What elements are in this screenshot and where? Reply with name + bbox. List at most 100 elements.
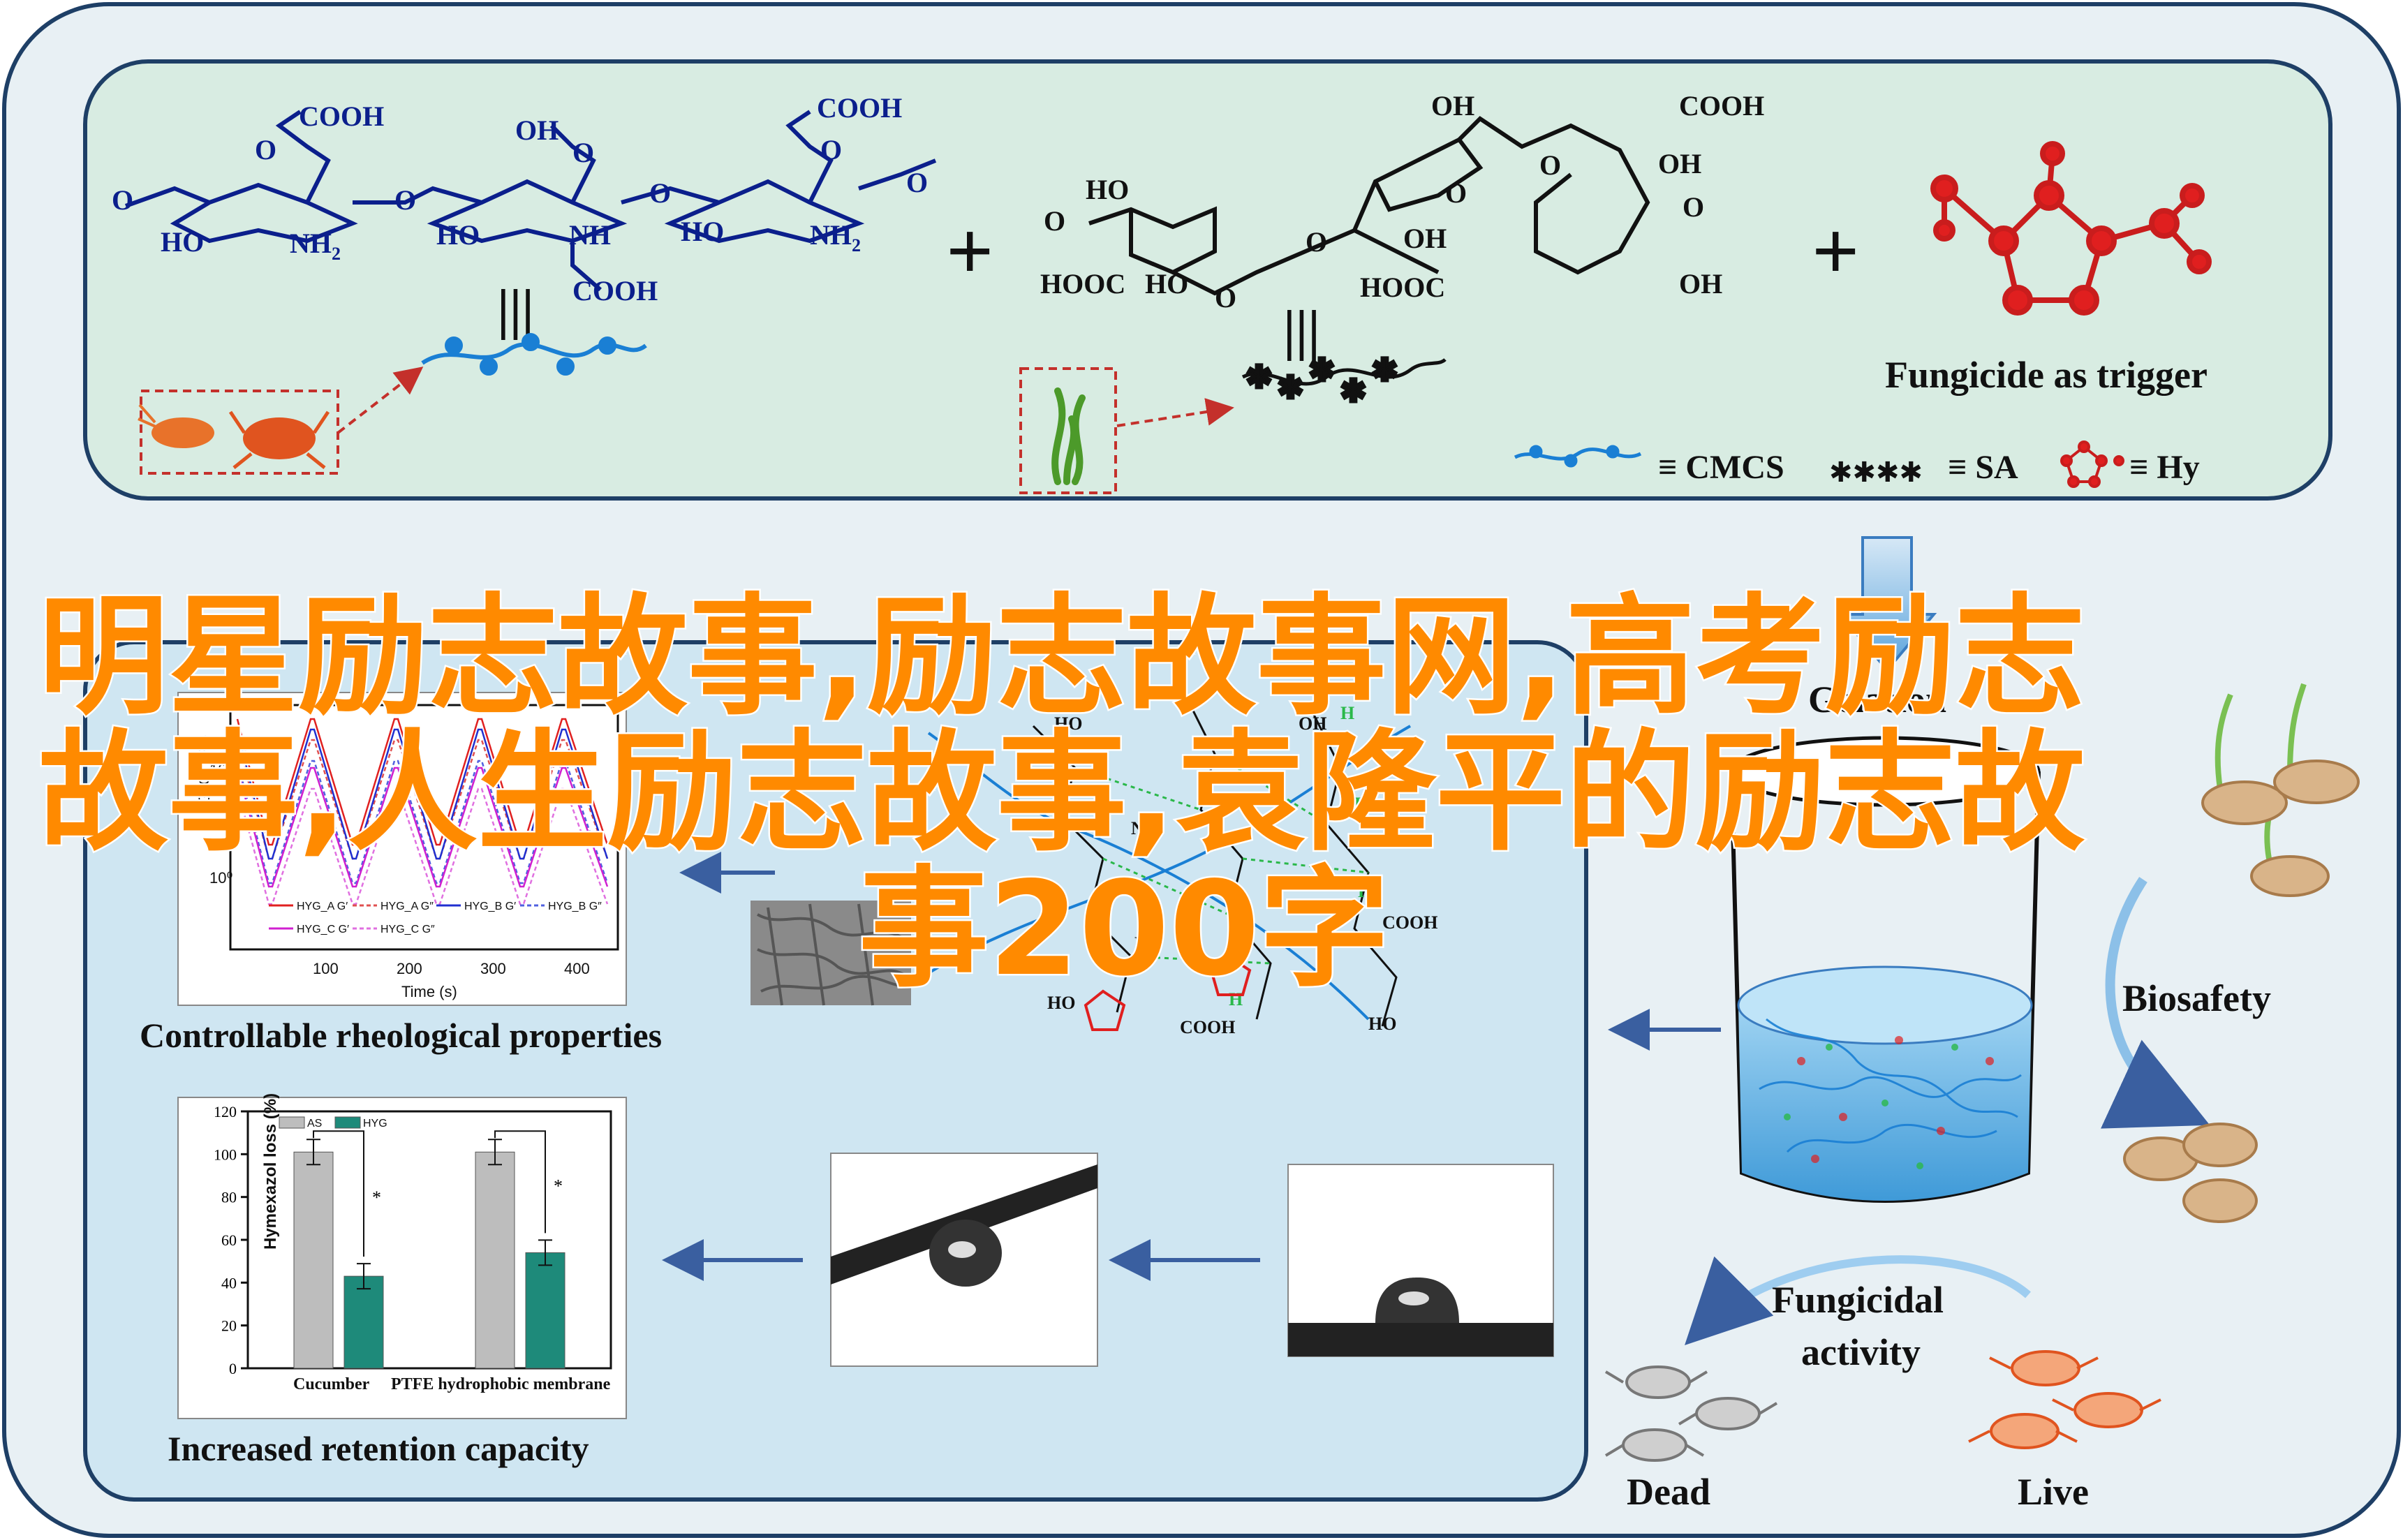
bar-hyg-1 [525,1252,565,1369]
sa-o-label-2: O [1215,282,1236,313]
bar-y-tick-label: 80 [221,1189,237,1206]
bar-as-0 [293,1151,334,1369]
rheology-chart: G′ G″ (Pa) 10¹ 10⁰ 100 200 300 400 Time … [177,692,627,1006]
legend-hy-label: ≡ Hy [2129,449,2200,486]
rheology-y-tick-1: 10¹ [209,761,232,778]
legend-hy-icon [2060,440,2124,488]
gelation-label: Gelation [1808,679,1946,720]
live-fungi-icon [1968,1350,2161,1449]
fungicidal-label-1: Fungicidal [1772,1279,1944,1321]
link-o-label-2: O [649,177,671,209]
equiv-symbol-1: ||| [497,279,534,341]
net-h-1: H [1340,703,1354,723]
ring-o-label-2: O [572,137,594,168]
bar-error-bar [488,1139,502,1166]
svg-text:✱: ✱ [1372,353,1398,387]
sa-ho-label-1: HO [1086,174,1129,205]
cooh-label-2: COOH [572,275,658,306]
bar-legend-hyg: HYG [363,1118,387,1130]
legend-sa-icon: ✱✱✱✱ [1829,457,1923,488]
nh-label: NH [569,219,611,251]
rheology-x-tick-400: 400 [564,960,590,977]
rheology-series-line-6 [236,787,609,905]
shrimp-icon [138,403,214,448]
fungicide-label: Fungicide as trigger [1885,354,2208,396]
rheology-legend: HYG_A G′ HYG_A G″ HYG_B G′ HYG_B G″ HYG_… [269,901,602,935]
overlay-title-line-1: 明星励志故事,励志故事网,高考励志 [38,581,2085,732]
sa-o-label-4: O [1445,177,1467,209]
sa-structure [1088,116,1650,296]
rheology-x-tick-300: 300 [480,960,506,977]
nh2-label-2: NH2 [810,219,861,256]
sa-o-label-6: O [1683,191,1704,223]
gelation-down-arrow [1837,536,1937,673]
rheology-series-line-5 [236,767,609,888]
ho-label-1: HO [161,226,204,258]
rheology-x-label: Time (s) [401,983,457,1000]
ho-label-2: HO [436,219,480,251]
overlay-title-line-2: 故事,人生励志故事,袁隆平的励志故 [38,717,2085,868]
legend-cmcs-icon [1514,445,1642,468]
net-o-1: O [1347,832,1361,852]
rheology-series-line-4 [236,760,609,884]
bar-hyg-0 [343,1275,384,1369]
svg-text:✱: ✱ [1246,360,1272,394]
retention-caption: Increased retention capacity [168,1429,589,1468]
sa-ho-label-2: HO [1145,268,1188,299]
dead-label: Dead [1627,1471,1710,1513]
methoxy-o-label-2: O [906,167,928,198]
ho-label-3: HO [681,216,724,247]
dead-fungi-icon [1604,1365,1778,1462]
significance-bracket [494,1130,546,1234]
cooh-label-1: COOH [299,101,384,132]
sa-o-label-3: O [1306,226,1327,258]
rheology-series [236,718,609,905]
live-label: Live [2018,1471,2089,1513]
bar-error-bar [306,1139,320,1166]
equiv-symbol-2: ||| [1283,300,1320,362]
flat-droplet-image [1287,1164,1554,1357]
seeds-sprouting [2201,683,2360,897]
rheology-plot-area [229,704,619,951]
bar-y-tick-label: 40 [221,1274,237,1291]
bar-y-label: Hymexazol loss (%) [261,1093,280,1250]
biosafety-curve-arrow [2100,877,2210,1129]
cmcs-structure [124,110,937,292]
net-ho-2: HO [1047,993,1075,1013]
bar-marks: ** [293,1130,565,1369]
net-nh-1: NH [1131,818,1158,838]
significance-star: * [554,1176,563,1196]
bar-y-tick-label: 0 [229,1360,237,1377]
rheology-legend-4: HYG_B G″ [548,901,602,912]
biosafety-label: Biosafety [2122,977,2271,1019]
hydrogel-network: HO OH NH O COOH COOH HO HO N H H H H [920,697,1437,1037]
significance-bracket [313,1130,364,1257]
ring-o-label-3: O [820,134,842,165]
sem-image [751,901,911,1006]
methoxy-o-label: O [112,184,133,216]
link-o-label-1: O [394,184,416,216]
rheology-y-tick-0: 10⁰ [209,869,232,887]
svg-text:✱: ✱ [1309,353,1335,387]
legend-cmcs-label: ≡ CMCS [1658,449,1784,486]
net-ho-1: HO [1054,713,1082,734]
sa-cooh-label: COOH [1679,90,1764,121]
sa-oh-label-1: OH [1431,90,1474,121]
bar-category-2: PTFE hydrophobic membrane [391,1375,611,1393]
ring-o-label-1: O [255,134,276,165]
net-oh-1: OH [1299,713,1326,734]
crustacean-arrow [337,367,424,434]
svg-text:✱: ✱ [1278,371,1303,405]
rheology-series-line-3 [236,728,609,860]
legend-sa-label: ≡ SA [1948,449,2018,486]
bar-legend-as: AS [307,1118,322,1130]
fungicidal-label-2: activity [1801,1331,1921,1373]
bar-y-tick-label: 60 [221,1231,237,1249]
sa-cartoon: ✱✱ ✱✱ ✱ [1241,352,1447,410]
overlay-title: 明星励志故事,励志故事网,高考励志 故事,人生励志故事,袁隆平的励志故 事200… [37,579,2087,1007]
legend: ≡ CMCS ✱✱✱✱ ≡ SA ≡ Hy [1514,440,2200,488]
bar-category-1: Cucumber [293,1375,370,1393]
nh2-label-1: NH2 [290,228,341,264]
